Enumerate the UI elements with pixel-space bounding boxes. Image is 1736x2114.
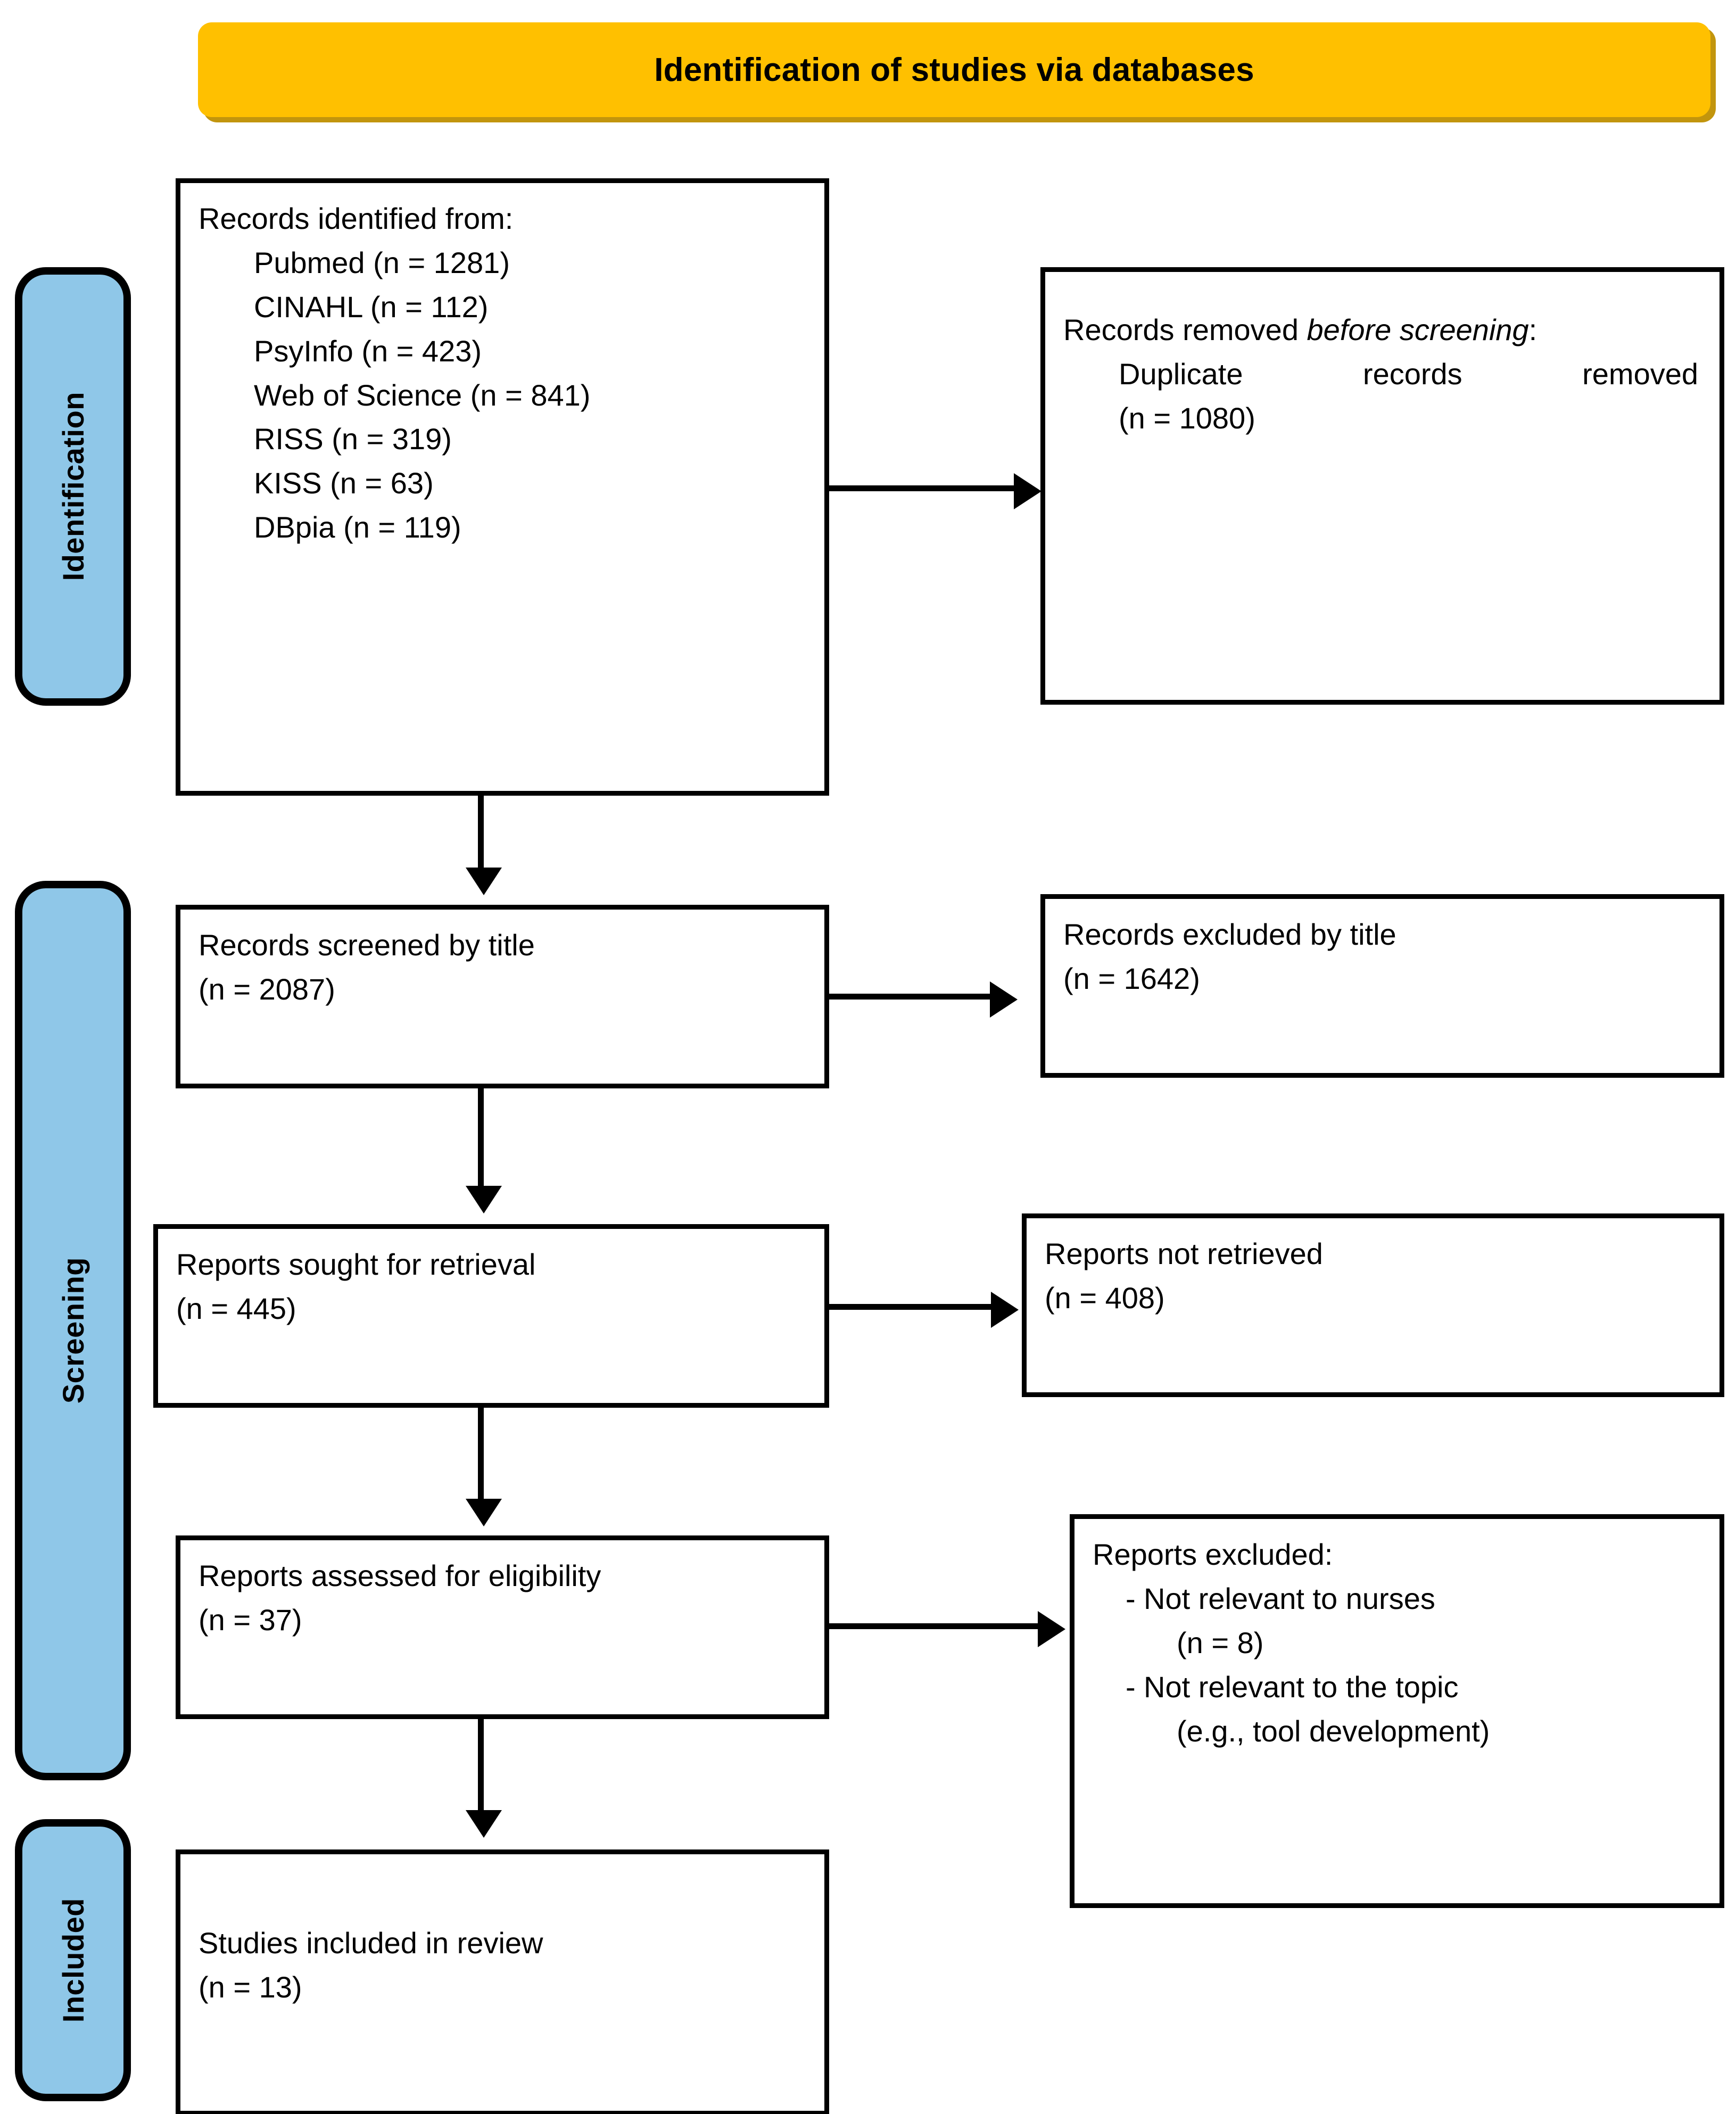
box-records-screened-by-title: Records screened by title (n = 2087) bbox=[176, 905, 829, 1088]
source-kiss: KISS (n = 63) bbox=[254, 466, 434, 500]
records-excluded-count: (n = 1642) bbox=[1063, 961, 1200, 995]
records-identified-heading: Records identified from: bbox=[199, 202, 514, 235]
box-reports-assessed-for-eligibility: Reports assessed for eligibility (n = 37… bbox=[176, 1535, 829, 1719]
stage-bar-screening: Screening bbox=[15, 881, 131, 1780]
source-riss: RISS (n = 319) bbox=[254, 422, 452, 456]
stage-bar-identification: Identification bbox=[15, 267, 131, 706]
arrow-head-right-icon-2 bbox=[990, 981, 1018, 1018]
box-records-identified: Records identified from: Pubmed (n = 128… bbox=[176, 178, 829, 796]
connector-screened-to-excluded bbox=[829, 994, 993, 1000]
connector-identified-to-screened bbox=[478, 796, 484, 871]
stage-label-screening: Screening bbox=[56, 1257, 90, 1404]
stage-label-identification: Identification bbox=[56, 392, 90, 581]
connector-assessed-to-included bbox=[478, 1719, 484, 1814]
reports-excluded-item-2-reason: Not relevant to the topic bbox=[1144, 1670, 1459, 1704]
records-excluded-label: Records excluded by title bbox=[1063, 918, 1396, 951]
records-removed-heading-plain: Records removed bbox=[1063, 313, 1307, 346]
studies-included-label: Studies included in review bbox=[199, 1926, 543, 1960]
arrow-head-down-icon-2 bbox=[466, 1186, 502, 1213]
bullet-dash-icon: - bbox=[1126, 1581, 1136, 1615]
diagram-header-banner: Identification of studies via databases bbox=[198, 22, 1710, 117]
duplicate-records-removed-label: Duplicate records removed bbox=[1119, 357, 1698, 391]
reports-excluded-item-2-count: (e.g., tool development) bbox=[1177, 1714, 1490, 1748]
box-reports-not-retrieved: Reports not retrieved (n = 408) bbox=[1022, 1213, 1724, 1397]
arrow-head-down-icon-4 bbox=[466, 1810, 502, 1838]
records-screened-count: (n = 2087) bbox=[199, 972, 335, 1006]
reports-not-retrieved-label: Reports not retrieved bbox=[1045, 1237, 1323, 1270]
source-cinahl: CINAHL (n = 112) bbox=[254, 290, 489, 324]
page-title: Identification of studies via databases bbox=[654, 51, 1254, 88]
reports-excluded-heading: Reports excluded: bbox=[1093, 1538, 1333, 1571]
reports-sought-count: (n = 445) bbox=[176, 1291, 296, 1325]
reports-excluded-item-2: - Not relevant to the topic bbox=[1093, 1665, 1701, 1710]
box-studies-included-in-review: Studies included in review (n = 13) bbox=[176, 1849, 829, 2114]
connector-screened-to-sought bbox=[478, 1088, 484, 1190]
reports-assessed-count: (n = 37) bbox=[199, 1603, 302, 1637]
connector-assessed-to-reports-excluded bbox=[829, 1623, 1042, 1629]
arrow-head-right-icon-4 bbox=[1038, 1611, 1065, 1647]
connector-sought-to-assessed bbox=[478, 1408, 484, 1502]
box-reports-sought-for-retrieval: Reports sought for retrieval (n = 445) bbox=[153, 1224, 829, 1408]
records-removed-heading-italic: before screening bbox=[1307, 313, 1529, 346]
source-psyinfo: PsyInfo (n = 423) bbox=[254, 334, 482, 368]
connector-identified-to-removed bbox=[829, 485, 1018, 491]
studies-included-count: (n = 13) bbox=[199, 1970, 302, 2004]
box-records-excluded-by-title: Records excluded by title (n = 1642) bbox=[1040, 894, 1724, 1078]
reports-sought-label: Reports sought for retrieval bbox=[176, 1248, 536, 1281]
arrow-head-right-icon-1 bbox=[1014, 473, 1041, 509]
arrow-head-down-icon-3 bbox=[466, 1499, 502, 1526]
reports-excluded-item-1-count: (n = 8) bbox=[1177, 1625, 1264, 1659]
box-records-removed-before-screening: Records removed before screening: Duplic… bbox=[1040, 267, 1724, 705]
reports-not-retrieved-count: (n = 408) bbox=[1045, 1281, 1165, 1315]
stage-bar-included: Included bbox=[15, 1819, 131, 2101]
records-removed-heading-tail: : bbox=[1528, 313, 1537, 346]
connector-sought-to-not-retrieved bbox=[829, 1304, 994, 1310]
reports-excluded-item-1-reason: Not relevant to nurses bbox=[1144, 1581, 1435, 1615]
source-dbpia: DBpia (n = 119) bbox=[254, 510, 461, 544]
reports-excluded-item-1: - Not relevant to nurses bbox=[1093, 1577, 1701, 1621]
source-web-of-science: Web of Science (n = 841) bbox=[254, 378, 591, 412]
arrow-head-right-icon-3 bbox=[991, 1292, 1019, 1328]
records-removed-heading: Records removed before screening: bbox=[1063, 286, 1701, 352]
bullet-dash-icon-2: - bbox=[1126, 1670, 1136, 1704]
stage-label-included: Included bbox=[56, 1897, 90, 2023]
duplicate-records-removed-count: (n = 1080) bbox=[1119, 401, 1255, 435]
box-reports-excluded: Reports excluded: - Not relevant to nurs… bbox=[1070, 1514, 1724, 1908]
reports-assessed-label: Reports assessed for eligibility bbox=[199, 1559, 601, 1592]
records-screened-label: Records screened by title bbox=[199, 928, 535, 962]
source-pubmed: Pubmed (n = 1281) bbox=[254, 245, 510, 279]
arrow-head-down-icon-1 bbox=[466, 868, 502, 895]
